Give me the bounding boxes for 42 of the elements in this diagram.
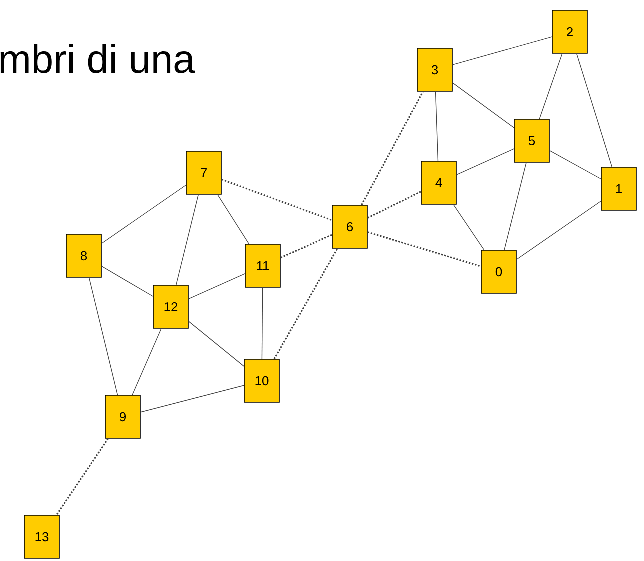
line	[456, 148, 514, 176]
node-box: 10	[244, 359, 280, 403]
line	[504, 162, 527, 250]
node-box: 6	[332, 205, 368, 249]
title: mbri di una	[0, 44, 196, 74]
node-box: 5	[514, 119, 550, 163]
node-box: 1	[601, 167, 637, 211]
node-box: 8	[66, 234, 102, 278]
line	[88, 278, 118, 396]
line	[102, 266, 154, 297]
node-box: 2	[552, 10, 588, 54]
line	[176, 194, 199, 286]
dotted-line	[361, 92, 424, 206]
node-box: 11	[245, 244, 281, 288]
node-box: 4	[421, 161, 457, 205]
line	[102, 185, 186, 244]
dotted-line	[222, 178, 332, 222]
line	[453, 204, 485, 250]
line	[218, 194, 250, 244]
line	[140, 385, 244, 413]
line	[550, 150, 602, 180]
line	[132, 328, 162, 396]
node-box: 0	[481, 250, 517, 294]
line	[262, 288, 264, 360]
dotted-line	[56, 438, 109, 516]
line	[452, 36, 552, 66]
node-box: 9	[105, 395, 141, 439]
dotted-line	[274, 248, 338, 360]
line	[452, 82, 514, 128]
line	[539, 54, 563, 120]
node-box: 7	[186, 151, 222, 195]
line	[516, 201, 602, 260]
node-box: 13	[24, 515, 60, 559]
line	[576, 54, 613, 168]
dotted-line	[368, 191, 422, 219]
dotted-line	[280, 234, 332, 259]
line	[188, 274, 246, 300]
line	[188, 321, 244, 367]
node-box: 12	[153, 285, 189, 329]
dotted-line	[368, 232, 482, 268]
node-box: 3	[417, 48, 453, 92]
line	[435, 92, 439, 162]
